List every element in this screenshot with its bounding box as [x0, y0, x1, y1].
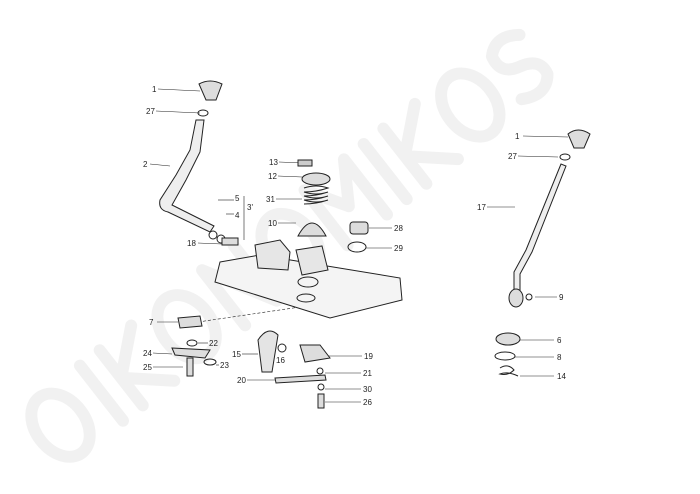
right-rod-parts [494, 129, 591, 377]
watermark-letter [298, 153, 394, 252]
callout-15-lever: 15 [232, 350, 241, 359]
watermark-letter [25, 387, 96, 463]
callout-24-bracket: 24 [143, 349, 152, 358]
callout-19-plate: 19 [364, 352, 373, 361]
watermark-letter [151, 289, 222, 365]
lower-parts [171, 315, 331, 409]
callout-1-left-knob: 1 [152, 85, 157, 94]
leader-lines [149, 88, 569, 403]
callout-3-group: 3' [247, 203, 253, 212]
callout-26-bolt: 26 [363, 398, 372, 407]
left-lever-parts [159, 80, 239, 246]
callout-5-washer: 5 [235, 194, 240, 203]
watermark-letter [435, 67, 506, 143]
callout-7-plate: 7 [149, 318, 154, 327]
callout-6-ring: 6 [557, 336, 562, 345]
watermark-letter [73, 359, 130, 427]
callout-30-washer: 30 [363, 385, 372, 394]
callout-28-plug: 28 [394, 224, 403, 233]
callout-27-right-knob-nut: 27 [508, 152, 517, 161]
callout-21-nut: 21 [363, 369, 372, 378]
callout-8-ring: 8 [557, 353, 562, 362]
callout-16-nut: 16 [276, 356, 285, 365]
watermark-letter [357, 137, 413, 206]
callout-25-bolt: 25 [143, 363, 152, 372]
callout-27-left-knob-nut: 27 [146, 107, 155, 116]
callout-4-bush: 4 [235, 211, 240, 220]
watermark-letter [93, 319, 181, 412]
callout-9-nut: 9 [559, 293, 564, 302]
callout-20-link: 20 [237, 376, 246, 385]
cover-plate [214, 159, 403, 319]
callout-13-nut: 13 [269, 158, 278, 167]
callout-14-clip: 14 [557, 372, 566, 381]
callout-1-right-knob: 1 [515, 132, 520, 141]
callout-2-gear-lever: 2 [143, 160, 148, 169]
callout-12-cap: 12 [268, 172, 277, 181]
callout-22-washer: 22 [209, 339, 218, 348]
watermark-letter [485, 28, 554, 106]
callout-23-washer: 23 [220, 361, 229, 370]
callout-17-gear-rod: 17 [477, 203, 486, 212]
callout-18-pin: 18 [187, 239, 196, 248]
callout-31-spring: 31 [266, 195, 275, 204]
callout-10-boot: 10 [268, 219, 277, 228]
watermark-letter [377, 97, 464, 190]
callout-29-ring: 29 [394, 244, 403, 253]
